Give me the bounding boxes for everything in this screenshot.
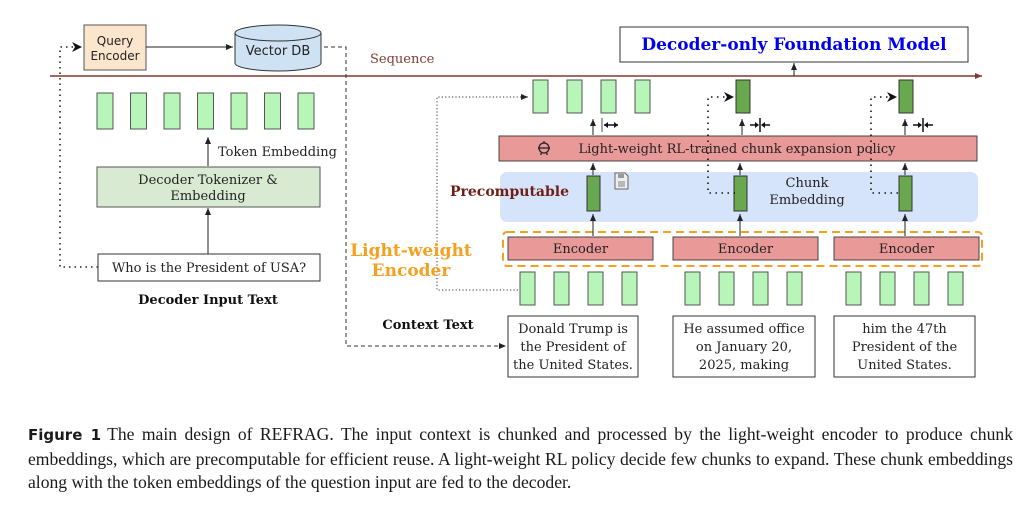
context-text-line: him the 47th [862, 322, 947, 337]
decoder-token [163, 92, 181, 130]
context-token [786, 271, 803, 306]
context-token [718, 271, 735, 306]
chunk-bypass-dotted-path [870, 92, 898, 194]
decoder-token [264, 92, 281, 130]
encoder-label: Encoder [553, 242, 609, 257]
decoder-token [96, 92, 114, 130]
query-encoder-box: Query Encoder [83, 24, 147, 71]
sequence-label: Sequence [370, 52, 435, 67]
rl-policy-label: Light-weight RL-trained chunk expansion … [579, 142, 897, 157]
context-text-line: on January 20, [696, 340, 792, 355]
context-token [752, 271, 769, 306]
precomputable-label: Precomputable [450, 184, 569, 200]
lightweight-encoder-outline [502, 231, 983, 267]
foundation-model-box: Decoder-only Foundation Model [619, 26, 969, 63]
context-text-line: the President of [520, 340, 626, 355]
decoder-token [197, 92, 214, 130]
decoder-token [230, 92, 248, 130]
refrag-diagram: Sequence Query Encoder Vector DB Token E… [50, 24, 983, 378]
decoder-token [297, 92, 315, 130]
encoder-box [833, 236, 980, 261]
context-token [553, 271, 570, 306]
context-token [621, 271, 638, 306]
lightweight-encoder-line-1: Light-weight [350, 241, 472, 261]
chunk-embedding [586, 175, 601, 212]
compressed-chunk-token [898, 79, 914, 114]
chunk-embedding-line-1: Chunk [786, 176, 829, 191]
chunk-embedding-line-2: Embedding [769, 193, 844, 208]
compress-arrows-icon [913, 118, 933, 132]
decoder-tokenizer-box: Decoder Tokenizer & Embedding [96, 166, 321, 208]
expanded-token [634, 79, 651, 114]
question-box: Who is the President of USA? [97, 253, 321, 282]
caption-text: The main design of REFRAG. The input con… [28, 424, 1013, 492]
context-token [879, 271, 896, 306]
encoder-box [507, 236, 654, 261]
lightweight-encoder-line-2: Encoder [372, 261, 452, 281]
context-text-box [833, 315, 976, 378]
context-token [587, 271, 604, 306]
vector-db-cylinder: Vector DB [234, 24, 322, 72]
query-encoder-line-1: Query [97, 34, 133, 48]
context-text-line: United States. [857, 358, 951, 373]
figure-label: Figure 1 [28, 426, 102, 444]
encoder-box [672, 236, 819, 261]
question-text: Who is the President of USA? [112, 261, 306, 276]
question-to-query-dotted-path [59, 42, 98, 268]
context-token [684, 271, 701, 306]
rl-policy-box: Light-weight RL-trained chunk expansion … [498, 135, 978, 162]
decoder-tokenizer-line-1: Decoder Tokenizer & [138, 173, 278, 188]
context-token [947, 271, 964, 306]
context-token [519, 271, 536, 306]
context-text-box [507, 315, 639, 378]
chunk-embedding [733, 175, 748, 212]
context-text-line: He assumed office [683, 322, 805, 337]
chunk-embedding [898, 175, 913, 212]
context-text-line: President of the [852, 340, 958, 355]
vector-db-label: Vector DB [246, 44, 311, 59]
decoder-token [130, 92, 147, 130]
context-token [913, 271, 930, 306]
token-embedding-label: Token Embedding [218, 145, 337, 160]
encoder-label: Encoder [718, 242, 774, 257]
context-text-line: 2025, making [699, 358, 789, 373]
context-token [845, 271, 862, 306]
compress-arrows-icon [750, 118, 770, 132]
retrieval-dashed-path [324, 46, 506, 349]
expanded-token [532, 79, 549, 114]
chunk-bypass-dotted-path [707, 92, 735, 194]
decoder-token-embeddings [96, 92, 315, 130]
context-text-box [672, 315, 816, 378]
floppy-disk-icon [614, 172, 629, 190]
query-encoder-line-2: Encoder [90, 49, 139, 63]
chunk-column: Encoder He assumed office on January 20, 20… [672, 79, 819, 378]
expanded-token [600, 79, 617, 114]
robot-icon [538, 141, 550, 155]
context-text-line: the United States. [513, 358, 633, 373]
expanded-tokens-dotted-path [436, 94, 528, 291]
context-text-label: Context Text [382, 318, 473, 333]
expanded-token [566, 79, 583, 114]
encoder-label: Encoder [879, 242, 935, 257]
expand-arrows-icon [601, 118, 618, 132]
foundation-model-label: Decoder-only Foundation Model [641, 35, 947, 55]
compressed-chunk-token [735, 79, 751, 114]
context-text-line: Donald Trump is [518, 322, 628, 337]
decoder-tokenizer-line-2: Embedding [170, 189, 245, 204]
decoder-input-label: Decoder Input Text [138, 293, 278, 308]
